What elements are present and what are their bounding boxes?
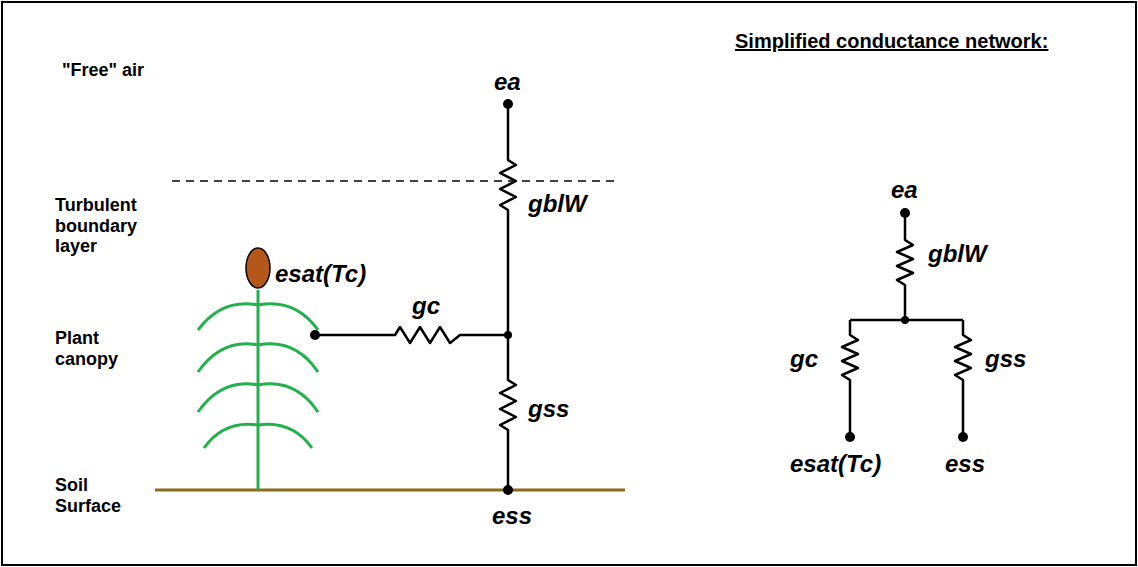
conductance-symbol: gblW <box>528 190 587 218</box>
voltage-symbol: ess <box>492 502 532 530</box>
region-label: "Free" air <box>62 60 144 81</box>
voltage-symbol: ea <box>891 176 918 204</box>
seed-head <box>246 248 270 288</box>
region-label: Plant canopy <box>55 328 135 369</box>
boundary-dashed-line <box>172 180 620 182</box>
voltage-symbol: esat(Tc) <box>275 260 366 288</box>
region-label: Soil Surface <box>55 475 135 516</box>
conductance-symbol: gss <box>985 345 1026 373</box>
conductance-symbol: gblW <box>928 240 987 268</box>
voltage-symbol: esat(Tc) <box>790 450 881 478</box>
terminal-dots <box>310 99 968 495</box>
soil-surface-line <box>155 489 625 492</box>
conductance-symbol: gss <box>528 395 569 423</box>
region-label: Turbulent boundary layer <box>55 195 170 257</box>
voltage-symbol: ea <box>494 68 521 96</box>
network-heading: Simplified conductance network: <box>735 30 1048 53</box>
plant-illustration <box>198 290 318 490</box>
conductance-symbol: gc <box>412 292 440 320</box>
conductance-symbol: gc <box>790 345 818 373</box>
voltage-symbol: ess <box>945 450 985 478</box>
left-network-wires <box>315 104 516 490</box>
